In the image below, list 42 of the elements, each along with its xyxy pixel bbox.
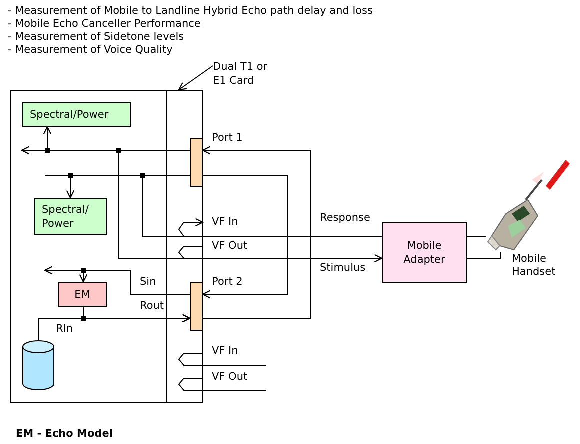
port-label: VF Out — [212, 240, 248, 253]
wire — [178, 218, 382, 237]
node-caption: Mobile Handset — [512, 253, 557, 279]
wire — [202, 146, 311, 319]
port-connector — [190, 138, 203, 187]
port-label: VF Out — [212, 371, 248, 384]
signal-label: Sin — [140, 276, 156, 289]
leader-line — [178, 66, 214, 91]
wire — [178, 246, 383, 263]
port-label: VF In — [212, 216, 238, 229]
wire — [43, 126, 52, 151]
process-box: EM — [58, 282, 107, 307]
wire — [79, 270, 190, 295]
bullet-text: - Measurement of Sidetone levels — [8, 31, 184, 44]
database-cylinder — [22, 340, 55, 391]
port-label: Port 1 — [212, 132, 243, 145]
wire — [466, 252, 501, 259]
footnote: EM - Echo Model — [16, 428, 113, 441]
port-label: Port 2 — [212, 276, 243, 289]
bullet-text: - Mobile Echo Canceller Performance — [8, 18, 201, 31]
wire — [44, 175, 190, 176]
wire — [140, 173, 204, 237]
port-label: VF In — [212, 345, 238, 358]
signal-label: Rout — [140, 300, 164, 313]
card-caption: Dual T1 or E1 Card — [213, 60, 283, 88]
port-connector — [190, 282, 203, 331]
card-column — [166, 90, 203, 403]
process-box: Spectral/Power — [22, 102, 131, 127]
signal-label: RIn — [56, 323, 74, 336]
wire — [83, 306, 191, 323]
wire — [202, 175, 288, 299]
wire — [66, 175, 75, 199]
wire — [178, 353, 266, 366]
wire — [178, 378, 266, 391]
wire — [118, 150, 204, 259]
wire — [466, 236, 486, 237]
edge-label: Response — [320, 212, 370, 225]
system-frame — [10, 90, 203, 403]
bullet-text: - Measurement of Voice Quality — [8, 44, 173, 57]
bullet-text: - Measurement of Mobile to Landline Hybrid Echo path delay and loss — [8, 5, 374, 18]
process-box: Spectral/ Power — [34, 198, 107, 235]
process-box: Mobile Adapter — [382, 222, 467, 283]
